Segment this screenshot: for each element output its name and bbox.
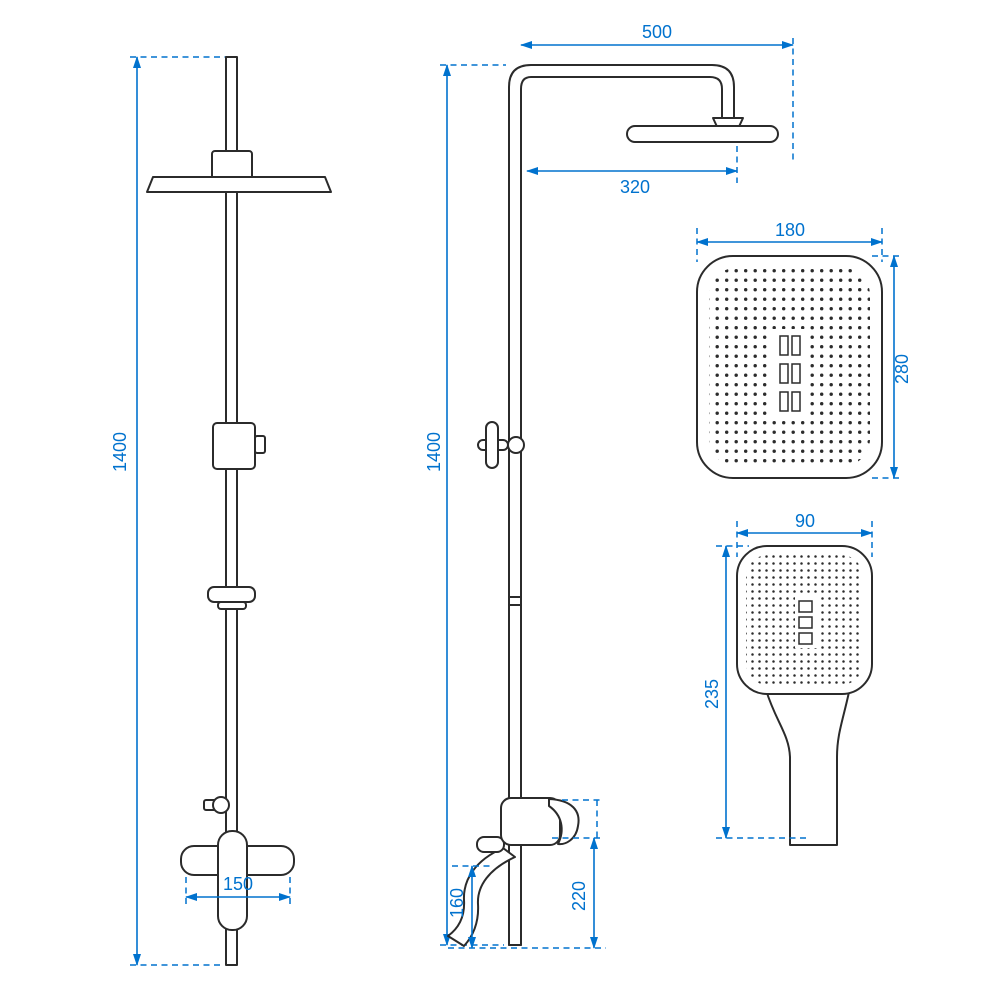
diverter-knob-front	[254, 435, 266, 454]
side-view: 1400 500 320	[424, 22, 794, 949]
dimension-label: 220	[569, 881, 589, 911]
dimension-head-offset: 320	[526, 146, 738, 197]
mixer-cartridge-front	[217, 830, 248, 931]
brand-plate-background	[770, 329, 810, 417]
dimension-hand-length: 235	[702, 545, 806, 839]
brand-bar	[791, 391, 801, 412]
brand-bar	[779, 363, 789, 384]
hand-brand-plate	[795, 596, 817, 648]
dimension-label: 1400	[424, 432, 444, 472]
overhead-shower-plate-front	[146, 176, 332, 193]
dimension-spout-height: 160	[447, 865, 606, 949]
dimension-label: 150	[223, 874, 253, 894]
dimension-label: 160	[447, 888, 467, 918]
front-view: 1400 150	[110, 56, 332, 966]
dimension-label: 180	[775, 220, 805, 240]
dimension-label: 1400	[110, 432, 130, 472]
dimension-hand-width: 90	[736, 511, 873, 557]
brand-bar	[798, 632, 813, 645]
dimension-head-height: 280	[872, 255, 912, 479]
overhead-shower-side	[626, 125, 779, 143]
brand-bar	[779, 391, 789, 412]
diverter-box-front	[212, 422, 256, 470]
dimension-head-width: 180	[696, 220, 883, 262]
brand-bar	[798, 600, 813, 613]
brand-plate	[770, 329, 810, 417]
small-knob-side	[476, 836, 505, 853]
dimension-front-height: 1400	[110, 56, 226, 966]
slide-holder-front	[207, 586, 256, 603]
bath-spout-side	[447, 847, 516, 947]
slide-holder-lip	[217, 601, 247, 610]
mixer-lever-side	[548, 798, 580, 846]
dimension-mixer-width: 150	[185, 874, 291, 907]
hand-shower-view: 90 235	[702, 511, 873, 846]
dimension-label: 320	[620, 177, 650, 197]
diverter-hub-side	[507, 436, 525, 454]
riser-pipe-front	[225, 56, 238, 966]
dimension-label: 280	[892, 354, 912, 384]
small-knob-front	[212, 796, 230, 814]
head-face-view: 180 280	[696, 220, 912, 479]
brand-bar	[791, 335, 801, 356]
riser-tube-outer-edge	[508, 64, 735, 946]
dimension-label: 500	[642, 22, 672, 42]
dimension-mixer-height: 220	[552, 799, 604, 949]
brand-bar	[791, 363, 801, 384]
hand-shower-handle	[765, 689, 850, 846]
brand-bar	[798, 616, 813, 629]
dimension-label: 235	[702, 679, 722, 709]
diverter-cross-vertical	[485, 421, 499, 469]
brand-bar	[779, 335, 789, 356]
riser-tube-inner-edge	[520, 76, 723, 946]
dimension-label: 90	[795, 511, 815, 531]
dimension-arm-reach: 500	[520, 22, 794, 163]
arm-bracket-front	[211, 150, 253, 180]
